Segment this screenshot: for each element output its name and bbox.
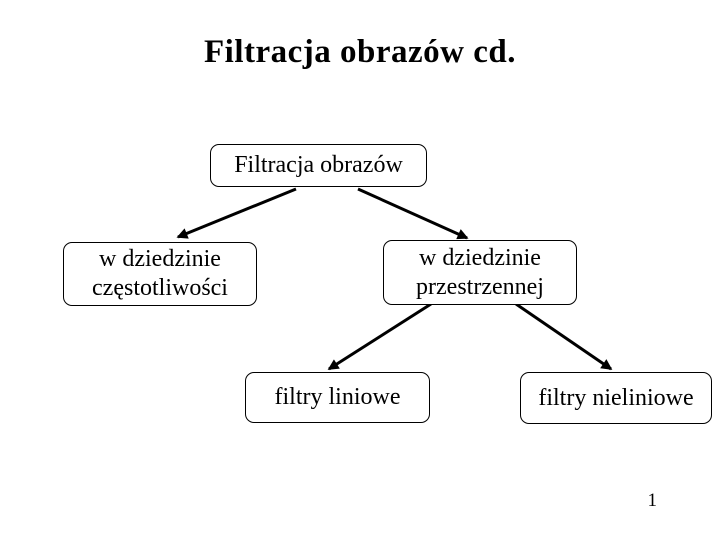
node-filtracja-obrazow: Filtracja obrazów — [210, 144, 427, 187]
edge-spatial-to-linear — [327, 302, 432, 371]
edge-spatial-to-nonlinear — [515, 302, 613, 371]
node-frequency-domain: w dziedzinie częstotliwości — [63, 242, 257, 306]
slide-title: Filtracja obrazów cd. — [204, 34, 516, 70]
edge-root-to-frequency — [176, 187, 297, 239]
node-nonlinear-filters: filtry nieliniowe — [520, 372, 712, 424]
node-linear-filters: filtry liniowe — [245, 372, 430, 423]
node-spatial-domain: w dziedzinie przestrzennej — [383, 240, 577, 305]
edge-root-to-spatial — [357, 187, 469, 240]
page-number: 1 — [647, 490, 658, 511]
